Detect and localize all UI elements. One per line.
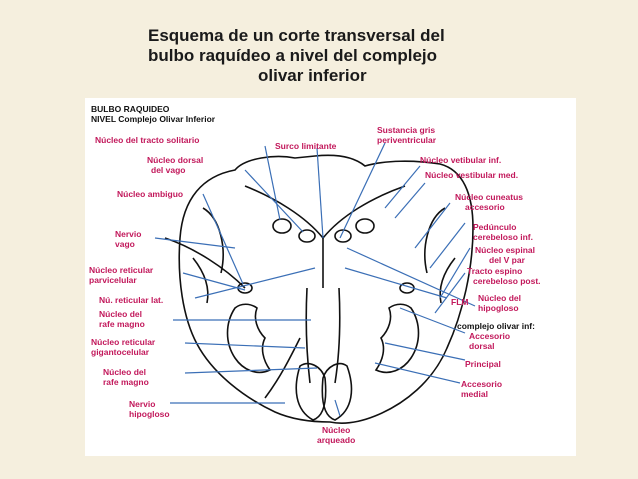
vagus-root <box>164 237 246 289</box>
label-nucleo-cuneatus-accesorio: Núcleo cuneatus accesorio <box>455 192 524 212</box>
nucleus-right-2 <box>334 229 352 243</box>
label-nucleo-espinal-v-par: Núcleo espinal del V par <box>475 245 535 265</box>
label-surco-limitante: Surco limitante <box>275 141 337 151</box>
label-nucleo-vestibular-med: Núcleo vestibular med. <box>425 170 519 180</box>
label-nervio-hipogloso: Nervio hipogloso <box>129 399 170 419</box>
label-sustancia-gris-periventricular: Sustancia gris periventricular <box>377 125 437 145</box>
nucleus-left-2 <box>298 229 316 243</box>
label-nucleo-arqueado: Núcleo arqueado <box>317 425 356 445</box>
title-line-1: Esquema de un corte transversal del <box>148 26 445 45</box>
header-line-2: NIVEL Complejo Olivar Inferior <box>91 114 216 124</box>
label-nucleo-hipogloso: Núcleo del hipogloso <box>478 293 521 313</box>
label-nucleo-rafe-magno-2: Núcleo del rafe magno <box>103 367 149 387</box>
header-line-1: BULBO RAQUIDEO <box>91 104 170 114</box>
medulla-drawing <box>154 142 476 424</box>
label-nucleo-rafe-magno-1: Núcleo del rafe magno <box>99 309 145 329</box>
title-line-2: bulbo raquídeo a nivel del complejo <box>148 46 438 65</box>
hypoglossal-root <box>264 337 301 399</box>
title-line-3: olivar inferior <box>258 66 367 85</box>
medulla-outline <box>178 154 474 424</box>
pyramid-left <box>295 362 327 421</box>
label-tracto-espino-cerebeloso-post: Tracto espino cerebeloso post. <box>467 266 541 286</box>
label-principal: Principal <box>465 359 501 369</box>
label-nucleo-dorsal-vago: Núcleo dorsal del vago <box>147 155 204 175</box>
olive-left <box>226 303 272 374</box>
label-nu-reticular-lat: Nú. reticular lat. <box>99 295 164 305</box>
label-flm: FLM <box>451 297 469 307</box>
label-nucleo-ambiguo: Núcleo ambiguo <box>117 189 184 199</box>
leader-lines <box>154 142 476 417</box>
fourth-ventricle-floor <box>244 185 406 240</box>
slide-title: Esquema de un corte transversal del bulb… <box>148 26 548 86</box>
label-nucleo-vetibular-inf: Núcleo vetibular inf. <box>420 155 502 165</box>
label-nervio-vago: Nervio vago <box>115 229 142 249</box>
label-pedunculo-cerebeloso-inf: Pedúnculo cerebeloso inf. <box>473 222 533 242</box>
nucleus-left-1 <box>272 218 292 234</box>
raphe <box>305 287 341 384</box>
label-accesorio-medial: Accesorio medial <box>461 379 503 399</box>
label-nucleo-reticular-gigantocelular: Núcleo reticular gigantocelular <box>91 337 156 357</box>
medulla-diagram: BULBO RAQUIDEO NIVEL Complejo Olivar Inf… <box>85 98 576 456</box>
label-nucleo-tracto-solitario: Núcleo del tracto solitario <box>95 135 200 145</box>
label-nucleo-reticular-parvicelular: Núcleo reticular parvicelular <box>89 265 154 285</box>
label-complejo-olivar-inf: complejo olivar inf: <box>457 321 535 331</box>
pyramid-right <box>321 362 353 421</box>
diagram-header: BULBO RAQUIDEO NIVEL Complejo Olivar Inf… <box>91 104 215 124</box>
label-accesorio-dorsal: Accesorio dorsal <box>469 331 511 351</box>
nucleus-right-1 <box>355 218 375 234</box>
olive-right <box>374 303 420 374</box>
